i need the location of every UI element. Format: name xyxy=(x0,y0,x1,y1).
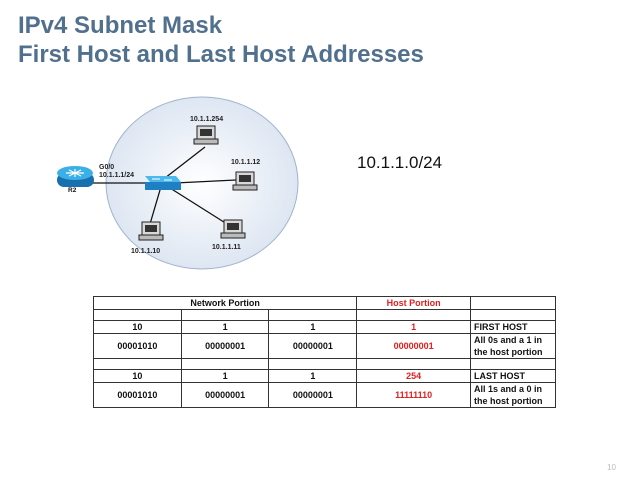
first-host-desc-line1: All 0s and a 1 in xyxy=(474,335,543,345)
table-cell: 254 xyxy=(356,369,471,383)
table-row: 00001010 00000001 00000001 11111110 All … xyxy=(93,382,556,408)
table-row: 10 1 1 254 LAST HOST xyxy=(93,369,556,383)
table-cell: 00001010 xyxy=(93,382,182,408)
router-ip-label: 10.1.1.1/24 xyxy=(99,172,134,179)
host-11-label: 10.1.1.11 xyxy=(212,244,241,251)
table-cell: 1 xyxy=(268,320,358,334)
spacer-row xyxy=(93,358,556,370)
network-portion-header: Network Portion xyxy=(92,296,358,310)
table-cell: 1 xyxy=(356,320,471,334)
switch-icon xyxy=(145,176,181,190)
first-host-desc-line2: the host portion xyxy=(474,347,543,357)
table-row: 10 1 1 1 FIRST HOST xyxy=(93,320,556,334)
spacer-row xyxy=(93,309,556,321)
table-cell: 11111110 xyxy=(356,382,471,408)
table-cell: 10 xyxy=(93,369,182,383)
table-cell: 1 xyxy=(180,320,270,334)
pc-icon xyxy=(220,219,246,239)
pc-icon xyxy=(232,171,258,191)
header-blank-cell xyxy=(470,296,556,310)
router-interface-label: G0/0 xyxy=(99,164,114,171)
host-12-label: 10.1.1.12 xyxy=(231,159,260,166)
first-host-description: All 0s and a 1 in the host portion xyxy=(470,333,556,359)
table-header-row: Network Portion Host Portion xyxy=(92,296,556,310)
table-cell: 00001010 xyxy=(93,333,182,359)
host-254-label: 10.1.1.254 xyxy=(190,116,223,123)
table-cell: 00000001 xyxy=(268,382,358,408)
table-cell: 10 xyxy=(93,320,182,334)
last-host-desc-line2: the host portion xyxy=(474,396,543,406)
last-host-label: LAST HOST xyxy=(470,369,556,383)
table-cell: 1 xyxy=(180,369,270,383)
router-name-label: R2 xyxy=(68,187,77,194)
host-10-label: 10.1.1.10 xyxy=(131,248,160,255)
table-cell: 00000001 xyxy=(356,333,471,359)
table-cell: 00000001 xyxy=(180,333,270,359)
last-host-desc-line1: All 1s and a 0 in xyxy=(474,384,543,394)
pc-icon xyxy=(193,125,219,145)
slide-title-line2: First Host and Last Host Addresses xyxy=(18,41,424,68)
page-number: 10 xyxy=(607,463,616,472)
table-cell: 1 xyxy=(268,369,358,383)
subnet-address: 10.1.1.0/24 xyxy=(357,153,443,172)
first-last-host-table: Network Portion Host Portion 10 1 1 1 FI… xyxy=(92,296,556,408)
table-row: 00001010 00000001 00000001 00000001 All … xyxy=(93,333,556,359)
host-portion-header: Host Portion xyxy=(356,296,471,310)
slide-title-line1: IPv4 Subnet Mask xyxy=(18,12,223,39)
pc-icon xyxy=(138,221,164,241)
router-icon xyxy=(57,166,94,187)
first-host-label: FIRST HOST xyxy=(470,320,556,334)
table-cell: 00000001 xyxy=(180,382,270,408)
table-cell: 00000001 xyxy=(268,333,358,359)
last-host-description: All 1s and a 0 in the host portion xyxy=(470,382,556,408)
